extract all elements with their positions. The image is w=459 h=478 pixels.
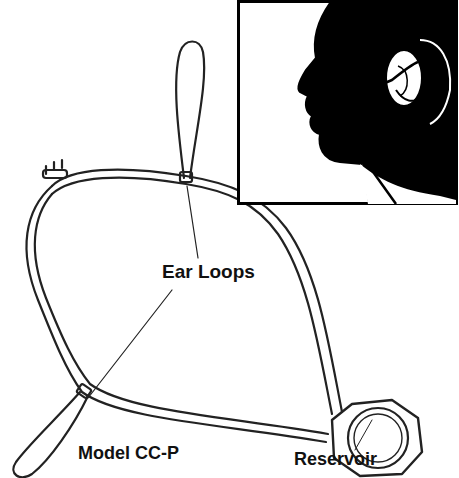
hair-outline (420, 40, 450, 124)
inset-illustration (238, 1, 457, 204)
eye (334, 47, 352, 49)
nasal-prong (46, 160, 62, 174)
lower-tube-inner (35, 194, 328, 434)
lower-ear-loop (13, 392, 88, 477)
upper-tube (52, 170, 342, 412)
part-label: Ear Loops (162, 262, 255, 281)
inset-frame (238, 1, 457, 204)
face-profile (240, 3, 368, 202)
ear (386, 50, 422, 106)
leader-line (355, 420, 372, 450)
neck (360, 164, 456, 204)
cannula-tube (312, 62, 418, 98)
upper-ear-loop (176, 42, 204, 179)
lower-tube (27, 186, 326, 442)
eyebrow (330, 32, 360, 38)
cannula-tube (312, 104, 396, 204)
upper-tube-inner (52, 178, 332, 414)
leader-line (88, 290, 172, 398)
face-outline (298, 3, 362, 164)
model-label: Model CC-P (78, 444, 179, 462)
loop-clip (180, 172, 192, 182)
leader-line (187, 186, 198, 258)
part-label: Reservoir (294, 450, 377, 468)
prong-bridge (43, 170, 67, 178)
